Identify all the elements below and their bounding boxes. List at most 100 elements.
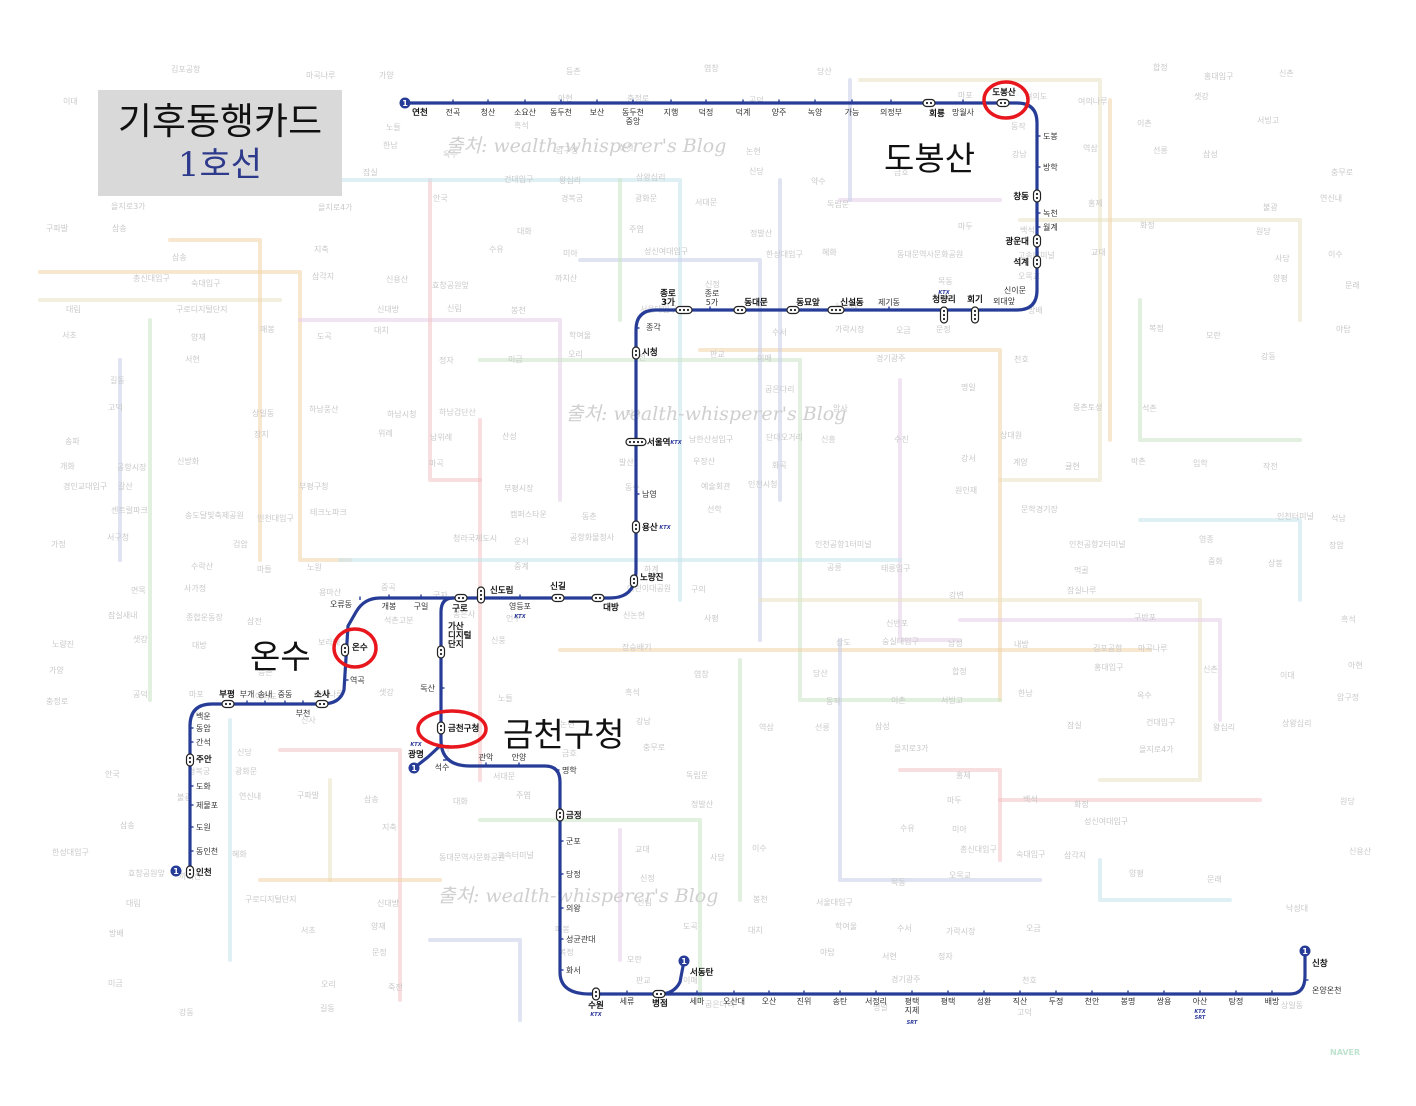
background-station-label: 산성: [502, 431, 517, 441]
background-station-label: 압구정: [1337, 692, 1359, 702]
background-line: [428, 178, 482, 482]
background-line: [858, 78, 1102, 482]
transfer-station-marker: [436, 721, 446, 735]
transfer-dot: [659, 992, 663, 996]
station-label-onsu: 온수: [352, 643, 368, 653]
background-station-label: 강남: [1012, 149, 1027, 159]
background-station-label: 용마산: [319, 587, 342, 597]
transfer-station-marker: [625, 437, 647, 447]
background-station-label: 방배: [1028, 305, 1043, 315]
background-station-label: 센트럴파크: [111, 505, 148, 515]
station-label-daebang: 대방: [603, 602, 619, 613]
background-station-label: 건대입구: [1146, 717, 1175, 727]
background-station-label: 홍대입구: [1094, 662, 1123, 672]
line1-badge: [678, 955, 690, 967]
background-station-label: 목동: [891, 878, 906, 887]
station-label-seojeongni: 서정리: [865, 996, 887, 1006]
background-line: [578, 258, 762, 642]
background-station-label: 광화문: [235, 766, 257, 776]
background-station-label: 정자: [938, 951, 953, 961]
background-station-label: 샛강: [379, 687, 394, 697]
background-station-label: 사당: [710, 852, 725, 862]
background-station-label: 구의: [691, 584, 706, 594]
transfer-dot: [343, 646, 347, 650]
background-line: [478, 818, 702, 1002]
background-station-label: 여의나루: [1078, 96, 1107, 106]
station-label-deokjeong: 덕정: [699, 107, 714, 117]
station-label-nokcheon: 녹천: [1043, 208, 1058, 218]
background-station-label: 노들: [386, 123, 401, 132]
station-label-yongsan: 용산: [642, 522, 658, 533]
station-label-songtan: 송탄: [833, 996, 848, 1006]
background-lines: [38, 78, 1302, 1022]
background-station-label: 박촌: [1131, 456, 1146, 466]
callout-geumcheon: 금천구청: [503, 715, 625, 754]
ktx-mark: KTX: [938, 290, 950, 296]
background-station-label: 삼각지: [312, 271, 334, 281]
transfer-dot: [655, 992, 659, 996]
background-station-label: 대화: [453, 797, 468, 806]
station-label-seryu: 세류: [620, 997, 635, 1006]
background-station-label: 약수: [811, 176, 826, 186]
background-station-label: 화곡: [772, 461, 787, 470]
transfer-dot: [228, 702, 232, 706]
station-label-uijeongbu: 의정부: [880, 107, 902, 117]
station-label-osan_univ: 오산대: [723, 996, 745, 1006]
background-station-label: 신용산: [1349, 846, 1372, 856]
station-label-jemulpo: 제물포: [196, 801, 218, 810]
background-station-label: 등촌: [258, 668, 273, 677]
title-card-name: 기후동행카드: [117, 100, 323, 143]
station-label-incheon: 인천: [196, 867, 212, 878]
background-station-label: 남성: [948, 639, 963, 648]
background-station-label: 혜화: [232, 850, 247, 859]
background-station-label: 홍제: [956, 770, 971, 780]
background-station-label: 매봉: [555, 925, 570, 934]
background-station-label: 봉은사: [453, 610, 476, 619]
background-station-label: 운서: [514, 537, 529, 546]
station-label-singil: 신길: [550, 581, 566, 592]
background-station-label: 보라매: [318, 638, 340, 647]
transfer-dot: [1035, 237, 1039, 241]
station-label-bosan: 보산: [590, 107, 605, 117]
srt-mark: SRT: [1195, 1015, 1206, 1021]
background-station-label: 오목교: [949, 871, 971, 880]
background-station-label: 구로디지털단지: [176, 304, 228, 314]
station-label-dongdaemun: 동대문: [744, 297, 768, 308]
background-station-label: 총신대입구: [133, 274, 170, 283]
station-label-bucheon: 부천: [296, 708, 311, 718]
line1-badge: [1299, 945, 1311, 957]
station-label-dujeong: 두정: [1049, 996, 1064, 1006]
background-station-label: 가양: [49, 666, 64, 675]
transfer-dot: [736, 308, 740, 312]
background-station-label: 모란: [1206, 330, 1221, 340]
background-station-label: 청라국제도시: [453, 534, 497, 543]
background-station-label: 신방화: [177, 456, 200, 466]
background-station-label: 강남: [636, 716, 651, 726]
transfer-dot: [632, 577, 636, 581]
callout-onsu: 온수: [250, 637, 311, 676]
background-station-label: 신당: [749, 166, 764, 176]
station-label-dongincheon: 동인천: [196, 846, 218, 856]
transfer-dot: [1035, 192, 1039, 196]
ktx-mark: KTX: [1194, 1009, 1206, 1015]
background-station-label: 성신여대입구: [644, 246, 688, 256]
background-station-label: 대치: [748, 926, 763, 935]
station-label-gunpo: 군포: [566, 837, 581, 846]
background-station-label: 충정로: [46, 696, 68, 706]
background-station-label: 복정: [559, 947, 574, 957]
background-station-label: 경복궁: [561, 193, 583, 203]
background-station-label: 고덕: [108, 402, 123, 412]
background-station-label: 양평: [1129, 868, 1144, 878]
station-label-ssangyong: 쌍용: [1157, 996, 1172, 1006]
background-station-label: 구파발: [46, 223, 69, 233]
station-label-juan: 주안: [196, 754, 212, 765]
station-label-onyang_oncheon: 온양온천: [1312, 985, 1341, 995]
station-label-dowon: 도원: [196, 823, 211, 832]
station-label-jongno5: 종로: [705, 289, 720, 298]
station-label-gasan: 디지털: [448, 630, 472, 641]
background-station-label: 중계: [514, 561, 529, 571]
transfer-dot: [439, 652, 443, 656]
title-line-name: 1호선: [177, 145, 263, 185]
background-station-label: 수유: [900, 824, 915, 833]
background-station-label: 금호: [894, 168, 909, 177]
